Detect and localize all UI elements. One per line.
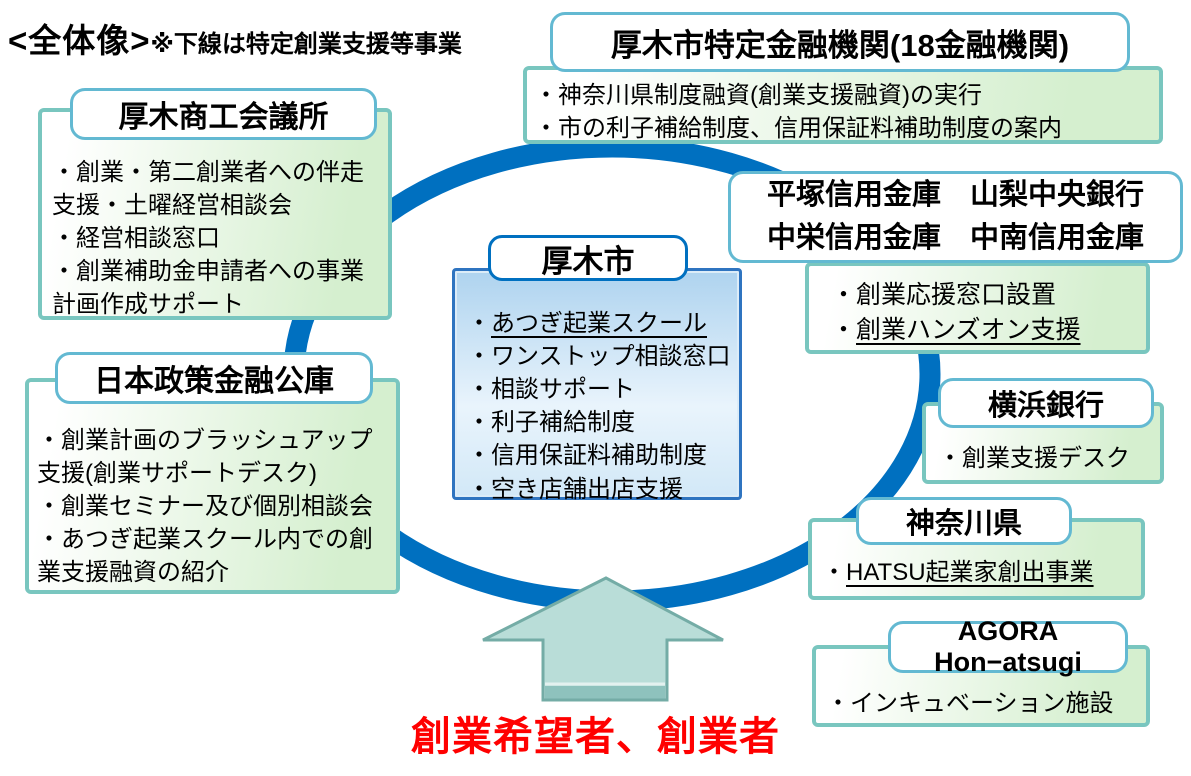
list-item: ・神奈川県制度融資(創業支援融資)の実行 (534, 82, 982, 109)
list-item: ・経営相談窓口 (52, 225, 220, 253)
box-jfc-title: 日本政策金融公庫 (55, 352, 373, 404)
list-item: ・あつぎ起業スクール (467, 310, 707, 337)
page-header: <全体像> ※下線は特定創業支援等事業 (8, 14, 462, 62)
box-kanagawa-title: 神奈川県 (856, 497, 1072, 545)
box-yokohama-title: 横浜銀行 (938, 378, 1154, 428)
underline-legend-note: ※下線は特定創業支援等事業 (150, 31, 462, 58)
box-shinkin-body: ・創業応援窓口設置 ・創業ハンズオン支援 (805, 262, 1150, 354)
box-shinkin-title: 平塚信用金庫 山梨中央銀行 中栄信用金庫 中南信用金庫 (728, 171, 1183, 263)
list-item: ・創業応援窓口設置 (831, 281, 1057, 309)
list-item: ・創業セミナー及び個別相談会 (37, 493, 373, 521)
list-item: ・あつぎ起業スクール内での創業支援融資の紹介 (37, 526, 373, 587)
target-audience-label: 創業希望者、創業者 (411, 715, 780, 759)
box-agora-title: AGORA Hon−atsugi (888, 616, 1128, 677)
list-item: ・ワンストップ相談窓口 (467, 343, 731, 371)
list-item: ・創業補助金申請者への事業計画作成サポート (52, 258, 364, 319)
box-city-body: ・あつぎ起業スクール ・ワンストップ相談窓口 ・相談サポート ・利子補給制度 ・… (452, 268, 742, 503)
list-item: ・創業支援デスク (938, 445, 1130, 472)
box-chamber-body: ・創業・第二創業者への伴走支援・土曜経営相談会 ・経営相談窓口 ・創業補助金申請… (38, 108, 392, 320)
list-item: ・創業ハンズオン支援 (831, 315, 1081, 344)
box-finance18-body: ・神奈川県制度融資(創業支援融資)の実行 ・市の利子補給制度、信用保証料補助制度… (523, 66, 1163, 144)
box-shinkin-title-line2: 中栄信用金庫 中南信用金庫 (766, 222, 1144, 254)
list-item: ・創業計画のブラッシュアップ支援(創業サポートデスク) (37, 427, 373, 488)
box-chamber-title: 厚木商工会議所 (70, 88, 377, 140)
list-item: ・HATSU起業家創出事業 (822, 559, 1094, 586)
page-title: <全体像> (8, 22, 151, 59)
box-finance18-title: 厚木市特定金融機関(18金融機関) (550, 12, 1130, 72)
list-item: ・創業・第二創業者への伴走支援・土曜経営相談会 (52, 159, 364, 220)
list-item: ・利子補給制度 (467, 409, 635, 437)
list-item: ・相談サポート (467, 376, 635, 404)
list-item: ・信用保証料補助制度 (467, 442, 707, 470)
box-shinkin-title-line1: 平塚信用金庫 山梨中央銀行 (766, 178, 1144, 211)
box-city-title: 厚木市 (488, 235, 688, 281)
up-arrow (482, 576, 724, 702)
box-jfc-body: ・創業計画のブラッシュアップ支援(創業サポートデスク) ・創業セミナー及び個別相… (25, 378, 400, 594)
list-item: ・空き店舗出店支援 (467, 475, 683, 503)
list-item: ・インキュベーション施設 (826, 690, 1114, 717)
list-item: ・市の利子補給制度、信用保証料補助制度の案内 (534, 115, 1062, 143)
